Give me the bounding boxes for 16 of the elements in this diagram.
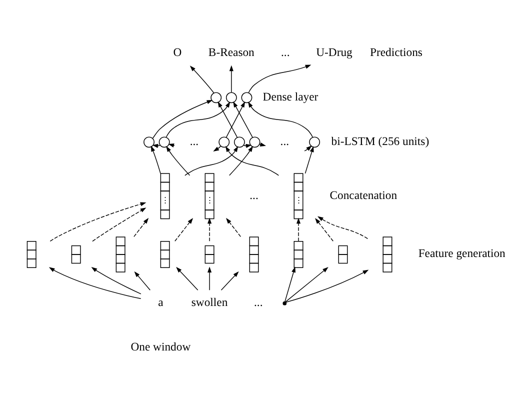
- node-text: a: [158, 296, 163, 310]
- label: Dense layer: [262, 90, 318, 104]
- label: Concatenation: [329, 188, 397, 202]
- node-text: B-Reason: [208, 46, 254, 59]
- node-text: ...: [189, 134, 198, 148]
- label: ...: [280, 46, 290, 59]
- node-text: ...: [280, 134, 289, 148]
- label: ...: [249, 188, 258, 202]
- node-text: O: [172, 46, 182, 59]
- label: ...: [254, 296, 262, 310]
- node-text: swollen: [190, 296, 228, 310]
- node-text: U-Drug: [316, 46, 352, 59]
- label: Predictions: [370, 46, 422, 59]
- label: One window: [130, 340, 190, 354]
- label: Feature generation: [418, 247, 505, 260]
- label: bi-LSTM (256 units): [330, 134, 429, 148]
